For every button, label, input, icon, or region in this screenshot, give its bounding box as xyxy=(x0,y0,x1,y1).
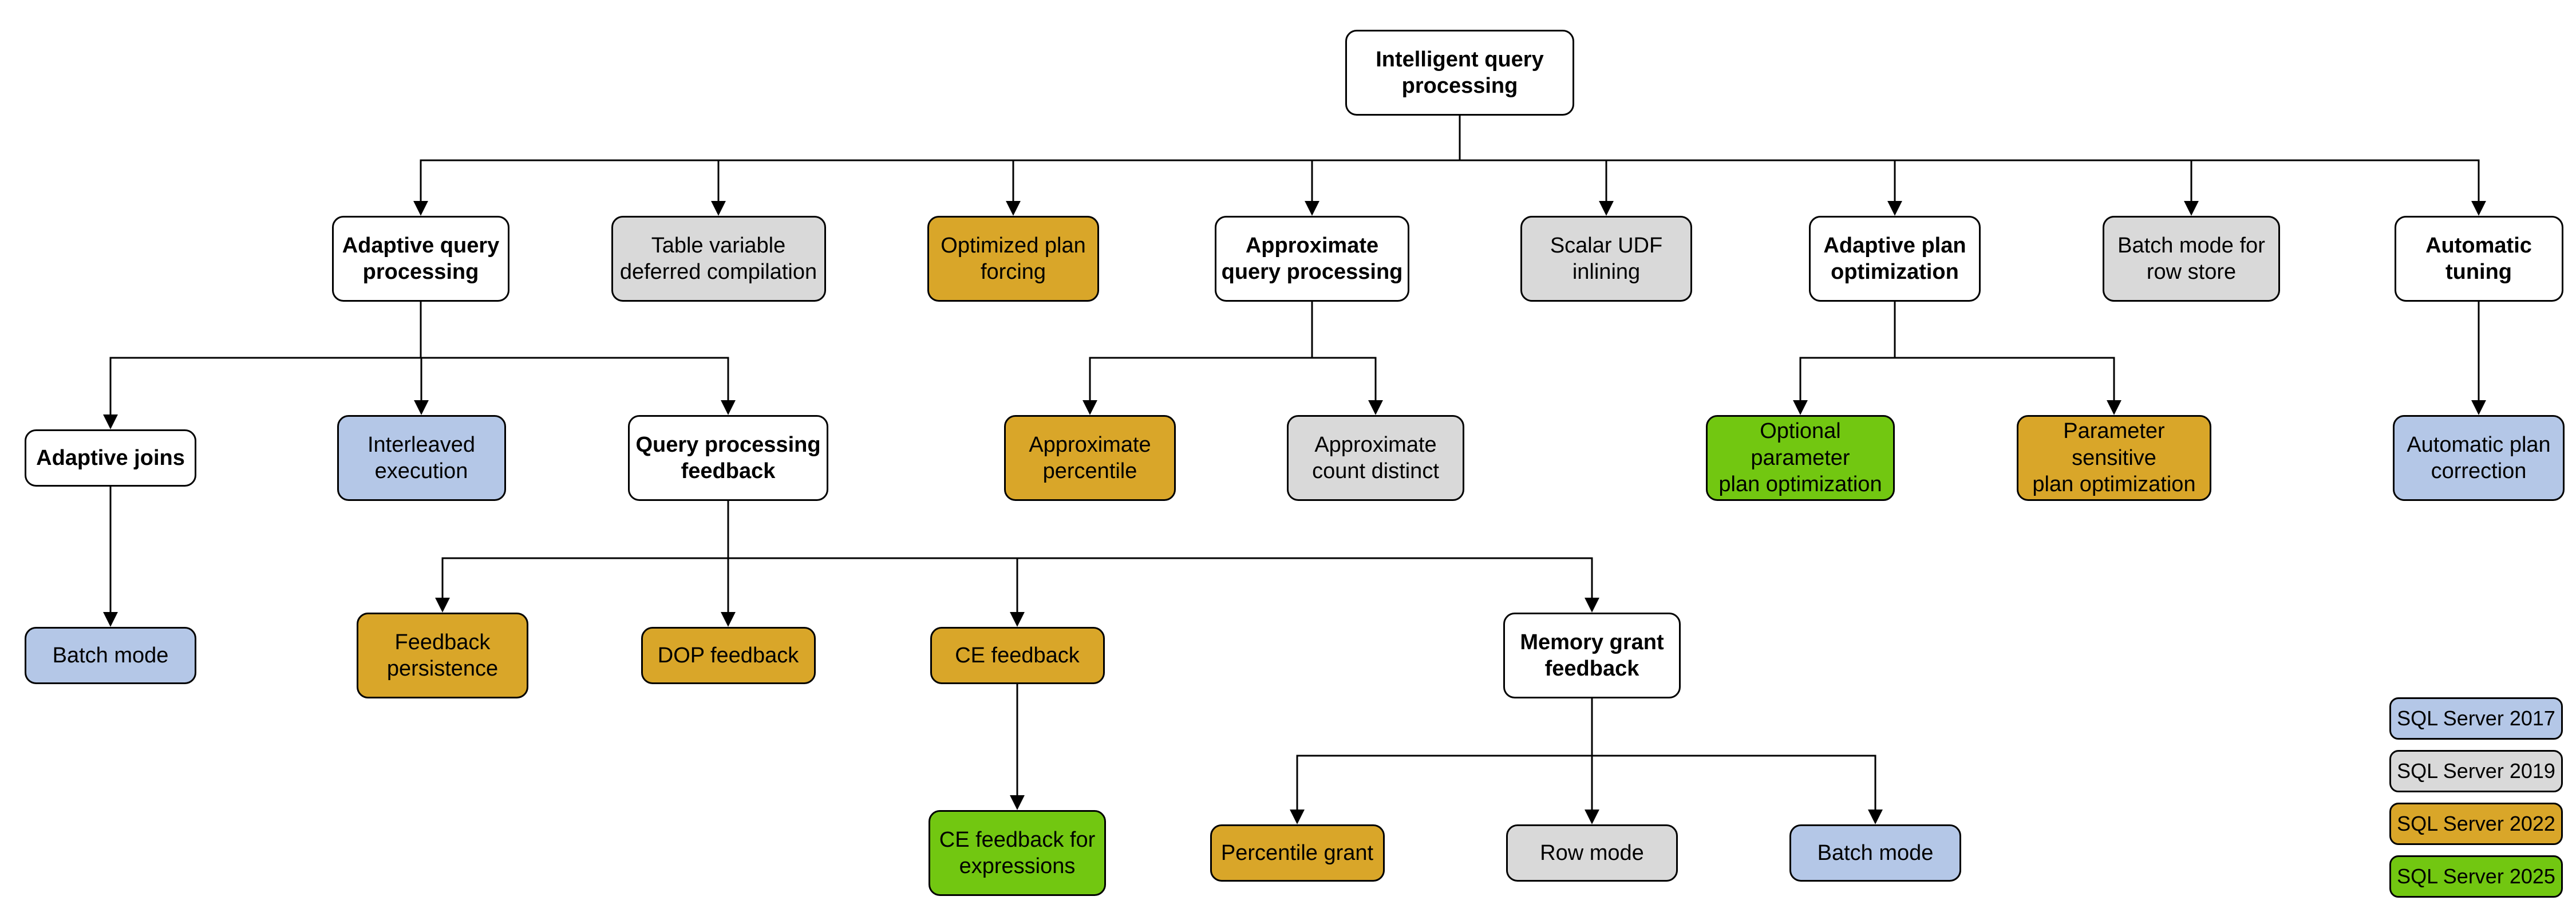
node-pg: Percentile grant xyxy=(1210,824,1385,882)
node-apc: Automatic plan correction xyxy=(2393,415,2565,501)
node-tvdc: Table variable deferred compilation xyxy=(611,216,826,302)
node-pspo: Parameter sensitive plan optimization xyxy=(2017,415,2211,501)
node-ie: Interleaved execution xyxy=(337,415,506,501)
node-bm1: Batch mode xyxy=(25,627,196,684)
node-rm: Row mode xyxy=(1506,824,1678,882)
node-iqp: Intelligent query processing xyxy=(1345,30,1574,116)
legend-sql-server-2017: SQL Server 2017 xyxy=(2389,697,2563,740)
node-apq: Approximate query processing xyxy=(1215,216,1409,302)
node-apo: Adaptive plan optimization xyxy=(1809,216,1981,302)
node-fp: Feedback persistence xyxy=(357,613,528,698)
node-cefe: CE feedback for expressions xyxy=(929,810,1106,896)
node-mgf: Memory grant feedback xyxy=(1503,613,1681,698)
node-cef: CE feedback xyxy=(930,627,1105,684)
node-aperc: Approximate percentile xyxy=(1004,415,1176,501)
node-bmrs: Batch mode for row store xyxy=(2103,216,2280,302)
legend-sql-server-2022: SQL Server 2022 xyxy=(2389,803,2563,845)
legend-sql-server-2019: SQL Server 2019 xyxy=(2389,750,2563,792)
node-oppo: Optional parameter plan optimization xyxy=(1706,415,1895,501)
legend-sql-server-2025: SQL Server 2025 xyxy=(2389,855,2563,898)
node-opf: Optimized plan forcing xyxy=(927,216,1099,302)
node-qpf: Query processing feedback xyxy=(628,415,828,501)
node-acd: Approximate count distinct xyxy=(1287,415,1464,501)
node-dop: DOP feedback xyxy=(641,627,816,684)
node-at: Automatic tuning xyxy=(2394,216,2563,302)
node-sui: Scalar UDF inlining xyxy=(1520,216,1692,302)
node-aj: Adaptive joins xyxy=(25,429,196,487)
node-bm2: Batch mode xyxy=(1789,824,1961,882)
node-aqp: Adaptive query processing xyxy=(332,216,509,302)
